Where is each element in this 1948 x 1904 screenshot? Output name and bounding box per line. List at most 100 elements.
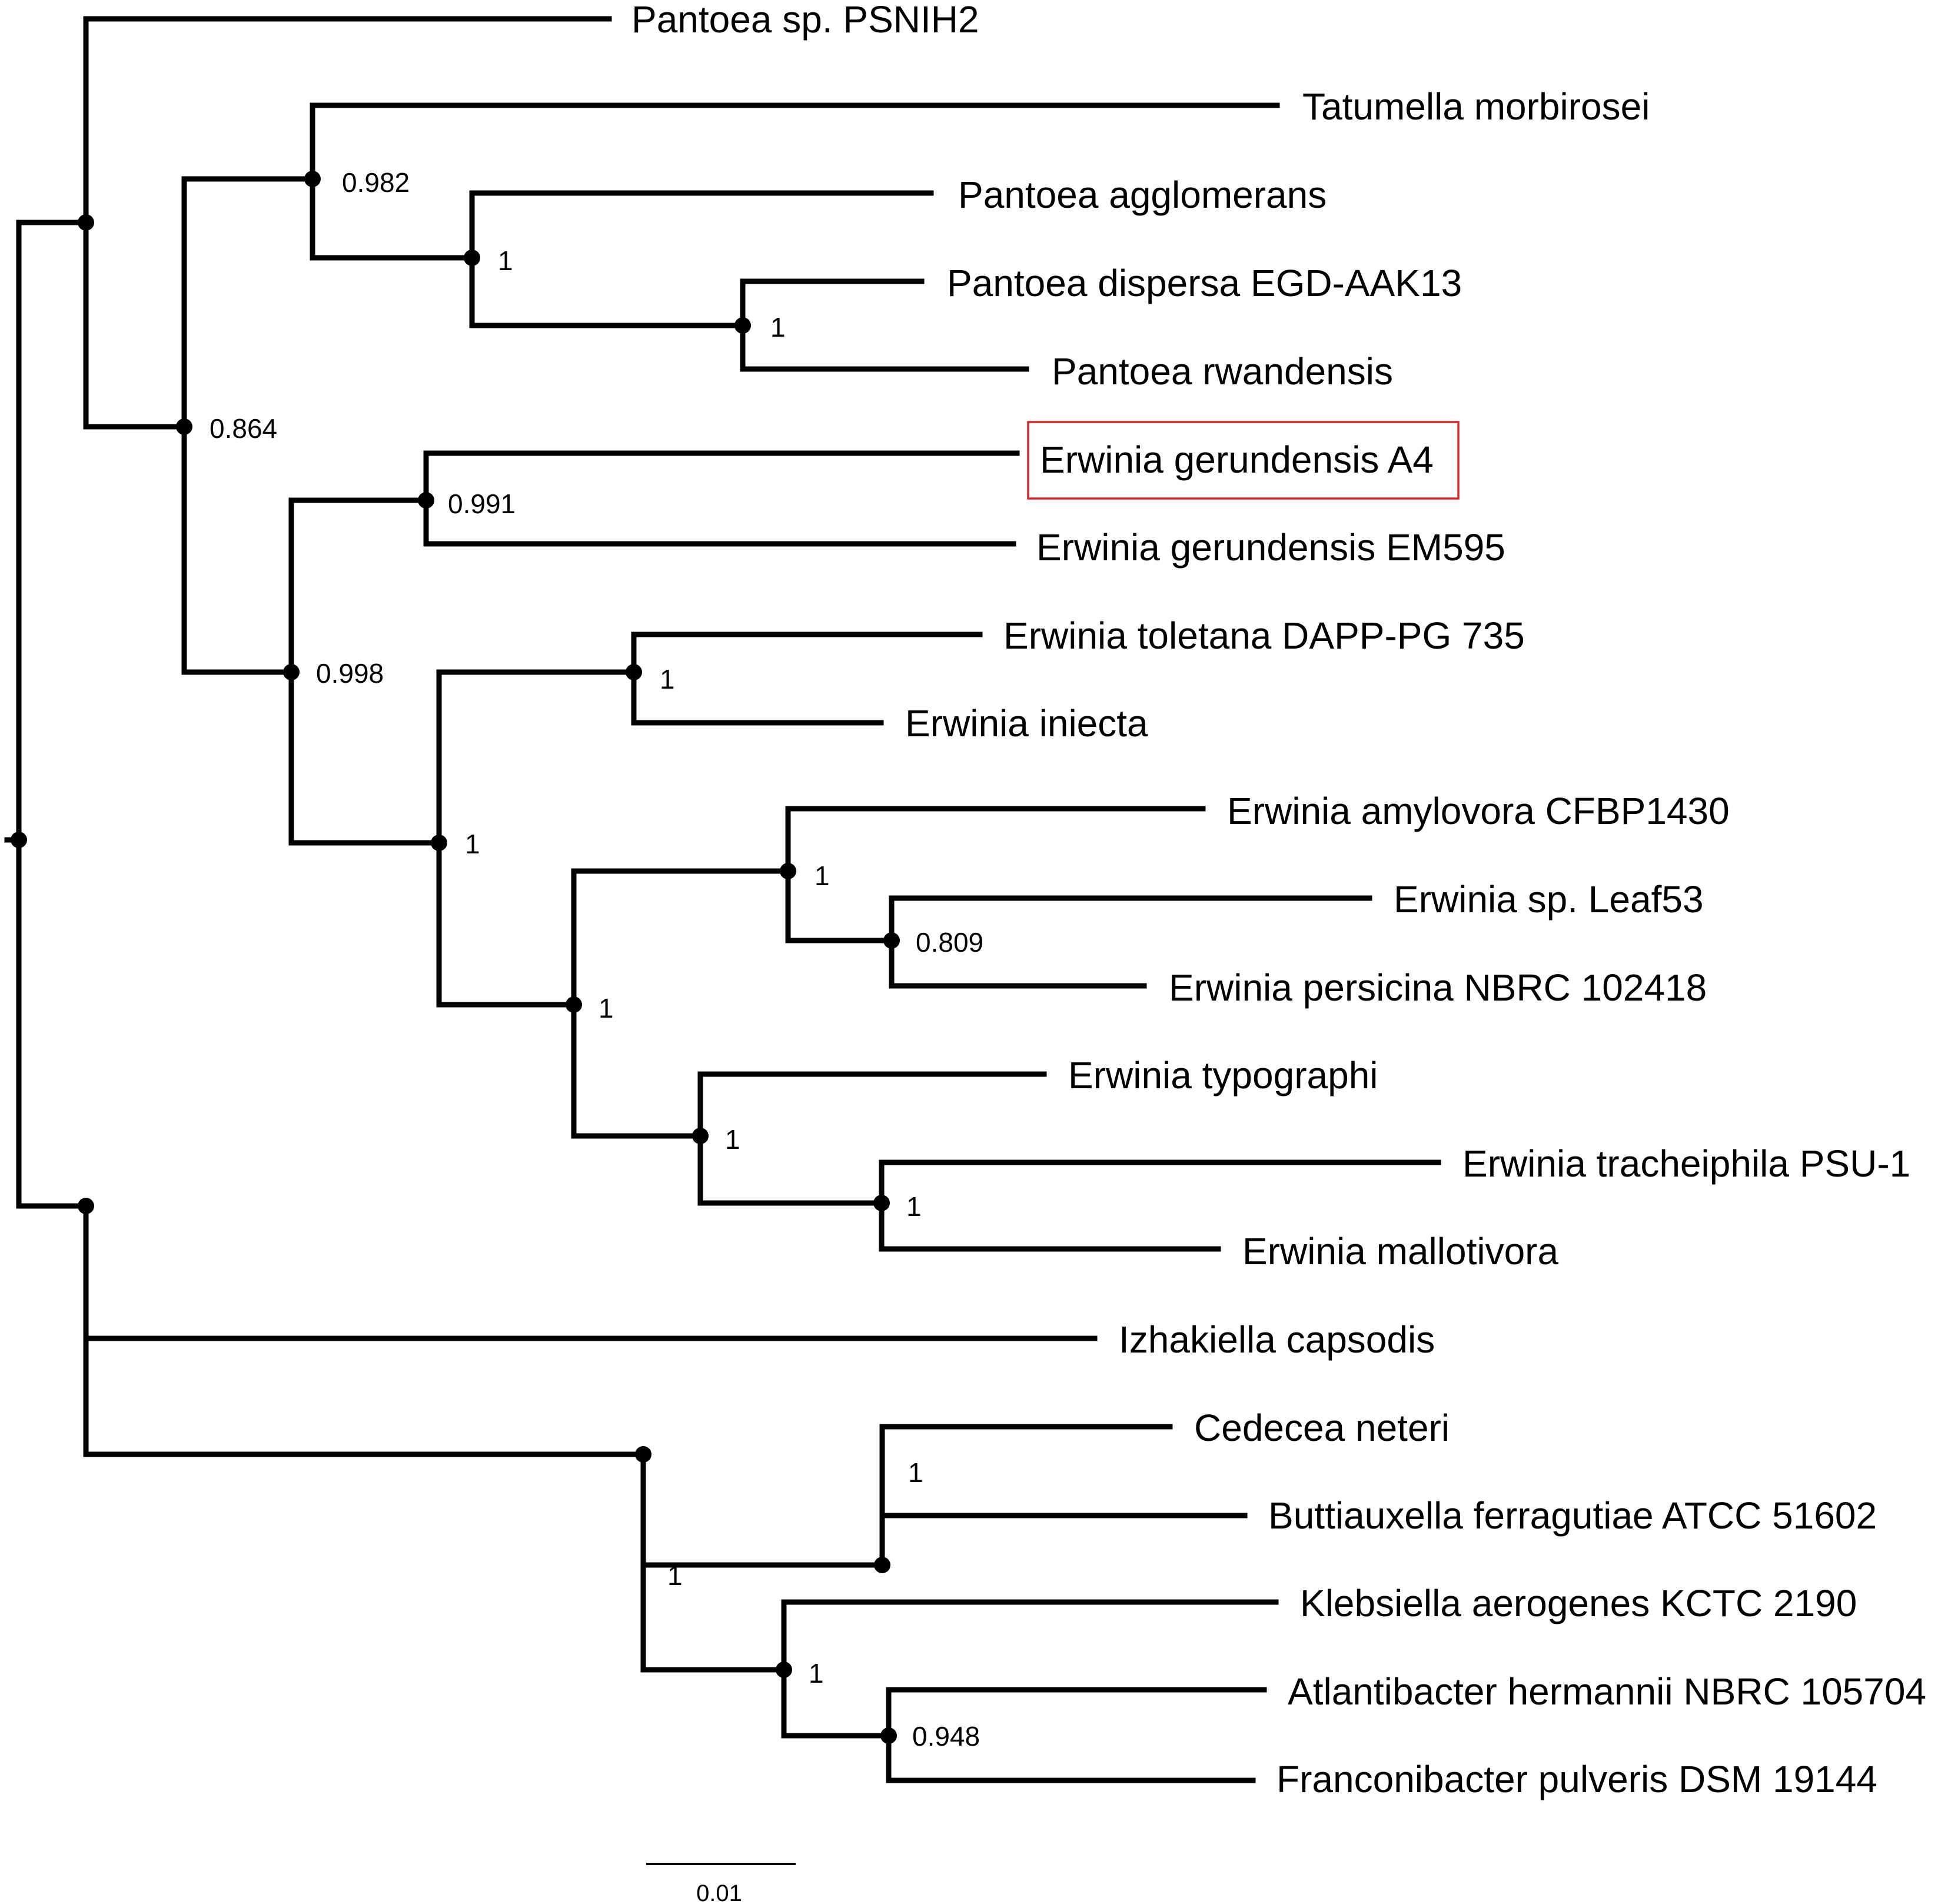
- branch: [571, 868, 791, 1008]
- tree-nodes: [11, 171, 900, 1744]
- tip-label: Atlantibacter hermannii NBRC 105704: [1288, 1670, 1926, 1713]
- branch: [889, 895, 1372, 943]
- node-dot: [734, 317, 751, 334]
- node-dot: [635, 1446, 651, 1463]
- branch: [889, 938, 1147, 989]
- branch: [785, 868, 895, 943]
- node-dot: [78, 214, 94, 231]
- support-value: 1: [815, 860, 830, 891]
- tip-label: Erwinia tracheiphila PSU-1: [1462, 1142, 1910, 1185]
- branch: [310, 176, 475, 261]
- node-dot: [883, 932, 900, 949]
- tip-labels: Pantoea sp. PSNIH2 Tatumella morbirosei …: [631, 0, 1926, 1800]
- branch: [83, 220, 187, 430]
- node-dot: [431, 835, 447, 851]
- support-value: 0.948: [912, 1721, 980, 1752]
- branch: [697, 1133, 885, 1206]
- branch: [288, 497, 429, 675]
- support-value: 0.809: [916, 927, 983, 958]
- node-dot: [776, 1662, 792, 1678]
- node-dot: [780, 863, 796, 879]
- node-dot: [880, 1727, 897, 1744]
- node-dot: [626, 664, 642, 680]
- branch: [181, 176, 315, 430]
- tip-label: Erwinia persicina NBRC 102418: [1169, 966, 1707, 1009]
- tree-branches: [4, 16, 1441, 1783]
- tip-label-highlighted: Erwinia gerundensis A4: [1040, 438, 1434, 481]
- branch: [631, 632, 983, 675]
- support-value: 0.998: [316, 658, 384, 689]
- tip-label: Erwinia mallotivora: [1242, 1230, 1558, 1272]
- branch: [83, 1203, 646, 1457]
- branch: [423, 497, 1016, 547]
- tip-label: Pantoea dispersa EGD-AAK13: [947, 262, 1462, 304]
- support-value: 0.991: [448, 489, 516, 519]
- support-value: 1: [725, 1124, 740, 1155]
- support-value: 1: [599, 993, 614, 1024]
- support-values: 0.982 1 1 0.864 0.991 0.998 1 1 1 1 0.80…: [210, 167, 983, 1752]
- branch: [886, 1733, 1256, 1783]
- branch: [83, 1203, 1098, 1341]
- tip-label: Cedecea neteri: [1194, 1407, 1450, 1449]
- tip-label: Franconibacter pulveris DSM 19144: [1276, 1758, 1877, 1800]
- branch: [469, 190, 934, 261]
- node-dot: [566, 996, 582, 1013]
- node-dot: [78, 1198, 94, 1214]
- branch: [310, 102, 1280, 182]
- branch: [879, 1513, 1248, 1568]
- branch: [640, 1451, 885, 1568]
- tip-label: Erwinia toletana DAPP-PG 735: [1003, 614, 1525, 657]
- branch: [886, 1687, 1267, 1739]
- branch: [781, 1599, 1279, 1673]
- branch: [740, 278, 925, 328]
- tip-label: Pantoea agglomerans: [958, 174, 1327, 216]
- support-value: 1: [660, 664, 675, 695]
- branch: [423, 450, 1020, 503]
- branch: [781, 1667, 892, 1739]
- support-value: 1: [667, 1560, 683, 1591]
- branch: [469, 255, 746, 328]
- tip-label: Erwinia gerundensis EM595: [1036, 526, 1505, 569]
- branch: [879, 1200, 1221, 1252]
- tip-label: Buttiauxella ferragutiae ATCC 51602: [1268, 1494, 1877, 1537]
- support-value: 0.864: [210, 413, 277, 444]
- support-value: 1: [465, 829, 480, 859]
- tip-label: Erwinia sp. Leaf53: [1394, 878, 1704, 921]
- branch: [631, 669, 884, 726]
- tip-label: Erwinia typographi: [1068, 1054, 1378, 1096]
- tip-label: Tatumella morbirosei: [1302, 85, 1650, 128]
- tip-label: Erwinia iniecta: [905, 702, 1148, 745]
- node-dot: [692, 1128, 709, 1144]
- node-dot: [464, 250, 480, 266]
- branch: [83, 16, 612, 225]
- root-node-dot: [11, 832, 27, 848]
- tip-label: Pantoea rwandensis: [1052, 350, 1393, 393]
- branch: [571, 1002, 703, 1139]
- tip-label: Erwinia amylovora CFBP1430: [1227, 790, 1730, 832]
- branch: [436, 840, 577, 1008]
- support-value: 1: [906, 1191, 922, 1222]
- node-dot: [304, 171, 321, 187]
- branch: [785, 806, 1206, 874]
- branch: [697, 1071, 1047, 1139]
- branch: [288, 669, 442, 846]
- support-value: 1: [498, 245, 513, 276]
- scale-bar-label: 0.01: [696, 1880, 742, 1904]
- node-dot: [874, 1557, 890, 1573]
- support-value: 1: [908, 1457, 923, 1488]
- node-dot: [418, 492, 434, 509]
- support-value: 1: [770, 312, 786, 343]
- highlight-box: [1027, 421, 1460, 500]
- node-dot: [283, 664, 300, 680]
- support-value: 0.982: [342, 167, 410, 198]
- support-value: 1: [809, 1658, 824, 1689]
- tip-label: Klebsiella aerogenes KCTC 2190: [1300, 1582, 1857, 1624]
- node-dot: [873, 1195, 890, 1211]
- node-dot: [176, 418, 192, 435]
- branch: [181, 424, 294, 675]
- branch: [436, 669, 637, 846]
- branch: [640, 1451, 787, 1673]
- branch: [740, 323, 1029, 372]
- scale-bar: 0.01: [646, 1863, 796, 1904]
